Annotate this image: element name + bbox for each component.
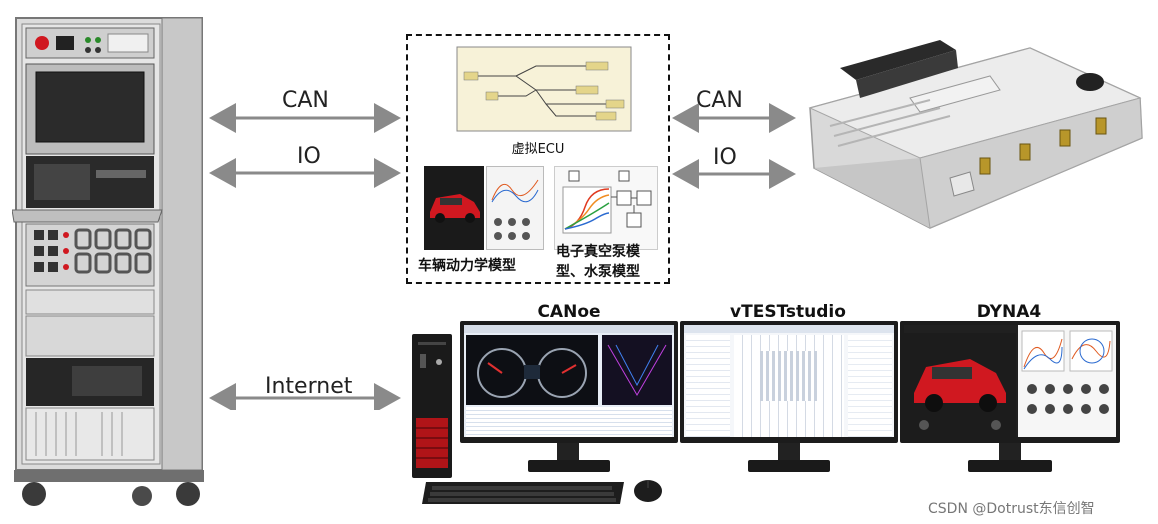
pump-model-label-line2: 型、水泵模型 <box>556 264 640 280</box>
physical-ecu-image <box>808 40 1143 229</box>
can-right-label: CAN <box>696 88 743 113</box>
vehicle-model-thumbnail <box>424 166 544 250</box>
internet-label: Internet <box>265 374 353 399</box>
keyboard <box>422 482 624 504</box>
io-right-label: IO <box>713 145 737 170</box>
virtual-ecu-label: 虚拟ECU <box>511 142 565 157</box>
left-link-arrows <box>209 103 401 410</box>
monitor-canoe <box>460 321 678 443</box>
pump-model-label-line1: 电子真空泵模 <box>556 244 640 260</box>
red-car-icon <box>430 194 480 223</box>
dyna4-red-car-icon <box>904 333 1016 437</box>
pump-model-thumbnail <box>554 166 658 250</box>
virtual-ecu-diagram <box>456 46 632 132</box>
vehicle-model-label: 车辆动力学模型 <box>418 258 516 274</box>
hil-test-rack <box>12 17 204 506</box>
monitor-title-vteststudio: vTESTstudio <box>730 302 846 322</box>
monitor-dyna4 <box>900 321 1120 443</box>
emergency-stop-icon <box>35 36 49 50</box>
right-link-arrows <box>672 103 796 189</box>
can-left-label: CAN <box>282 88 329 113</box>
pc-tower <box>412 334 452 478</box>
mouse <box>634 480 662 502</box>
monitor-title-dyna4: DYNA4 <box>976 302 1042 322</box>
io-left-label: IO <box>297 144 321 169</box>
virtual-model-box: 虚拟ECU <box>406 34 670 284</box>
monitor-vteststudio <box>680 321 898 443</box>
watermark: CSDN @Dotrust东信创智 <box>928 501 1095 517</box>
dashboard-gauges <box>466 335 598 405</box>
monitor-title-canoe: CANoe <box>537 302 601 322</box>
